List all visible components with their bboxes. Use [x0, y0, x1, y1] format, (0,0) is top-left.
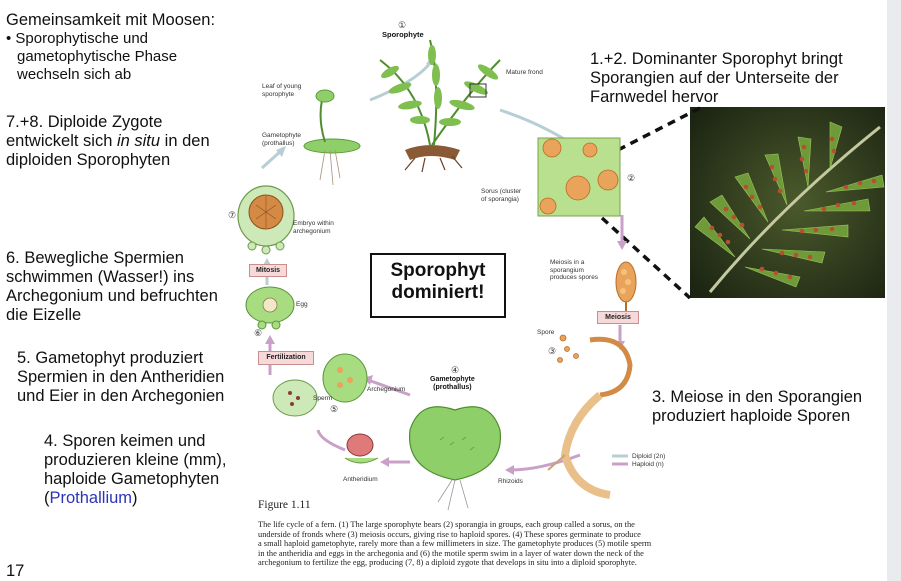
label-gametophyte-prothallus-left: Gametophyte(prothallus)	[262, 132, 302, 147]
label-archegonium: Archegonium	[367, 386, 406, 393]
sporophyte-dominant-box: Sporophyt dominiert!	[370, 253, 506, 318]
arrow-antheridium-to-sperm	[316, 429, 346, 452]
label-gametophyte-center: Gametophyte(prothallus)	[430, 376, 475, 391]
fertilization-tag: Fertilization	[258, 351, 314, 365]
arrow-gametophyte-to-archegonium	[367, 378, 411, 397]
label-step-6: ⑥	[254, 328, 263, 338]
label-sperm: Sperm	[313, 395, 333, 402]
arrowhead-antheridium	[380, 457, 389, 467]
bullet-alternation: • Sporophytische und gametophytische Pha…	[6, 30, 178, 83]
note-step-4: 4. Sporen keimen und produzieren kleine …	[44, 432, 227, 507]
note-step-5: 5. Gametophyt produziert Spermien in den…	[17, 349, 225, 405]
label-step-7: ⑦	[228, 210, 237, 220]
zoom-line-top	[617, 106, 701, 152]
legend	[612, 454, 628, 466]
label-spore: Spore	[537, 329, 555, 336]
mitosis-tag: Mitosis	[249, 264, 287, 277]
meiosis-tag: Meiosis	[597, 311, 639, 324]
gametophyte-heart	[408, 406, 502, 511]
figure-title: Figure 1.11	[258, 499, 311, 511]
note-step-3: 3. Meiose in den Sporangien produziert h…	[652, 388, 863, 425]
label-sporophyte: Sporophyte	[382, 30, 424, 39]
heading-common-with-mosses: Gemeinsamkeit mit Moosen:	[6, 11, 216, 29]
arrowhead-spores	[505, 465, 514, 475]
prothallium-link[interactable]: Prothallium	[49, 489, 133, 507]
embryo-archegonium	[237, 185, 295, 255]
note-step-6: 6. Bewegliche Spermien schwimmen (Wasser…	[6, 249, 218, 324]
label-step-1: ①	[398, 20, 407, 30]
label-mature-frond: Mature frond	[506, 69, 543, 76]
page-number: 17	[6, 562, 25, 580]
legend-diploid: Diploid (2n)	[632, 453, 666, 460]
sporophyte-plant	[379, 39, 501, 173]
sporangium-meiosis	[615, 261, 637, 322]
arrowhead-embryo	[276, 146, 286, 157]
archegonium-with-egg	[245, 286, 295, 330]
zoom-line-bottom	[600, 216, 692, 300]
young-sporophyte-on-gametophyte	[303, 89, 361, 186]
legend-haploid: Haploid (n)	[632, 461, 664, 468]
note-step-1-2: 1.+2. Dominanter Sporophyt bringt Sporan…	[590, 50, 843, 106]
label-step-4: ④	[451, 365, 460, 375]
label-step-5: ⑤	[330, 404, 339, 414]
sorus-detail	[537, 137, 621, 217]
label-step-2: ②	[627, 173, 636, 183]
label-egg: Egg	[296, 301, 308, 308]
label-antheridium: Antheridium	[343, 476, 378, 483]
frond-detail-box	[469, 83, 487, 98]
fern-sori-photo	[690, 107, 885, 298]
label-step-3: ③	[548, 346, 557, 356]
archegonium-structure	[322, 353, 368, 403]
arrow-spores-to-gametophyte	[509, 453, 581, 472]
note-step-7-8: 7.+8. Diploide Zygote entwickelt sich in…	[6, 113, 210, 169]
label-rhizoids: Rhizoids	[498, 478, 523, 485]
figure-caption: The life cycle of a fern. (1) The large …	[258, 520, 652, 568]
fern-photo-illustration	[690, 107, 885, 298]
slide-edge-strip	[887, 0, 901, 581]
spore-release	[547, 334, 633, 499]
sperm-capsule	[272, 379, 318, 417]
arrowhead-sorus	[617, 241, 627, 250]
antheridium	[344, 433, 379, 464]
arrowhead-fertilization	[265, 335, 275, 344]
